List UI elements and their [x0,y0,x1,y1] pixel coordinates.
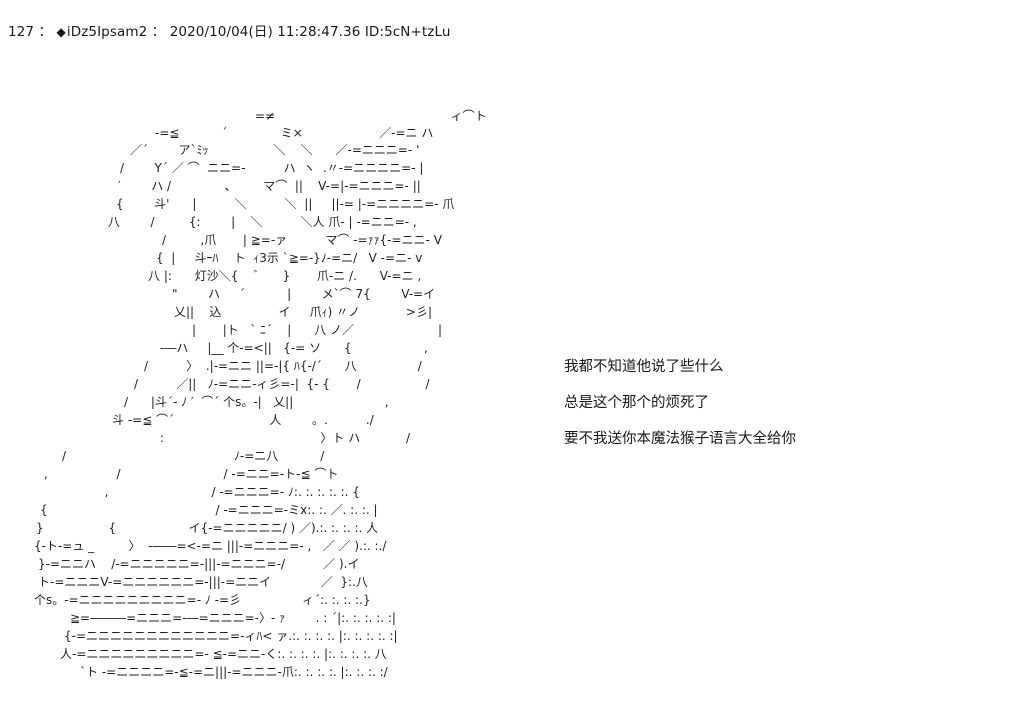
trip-code[interactable]: iDz5Ipsam2 [66,24,148,40]
post-header: 127 ： ◆iDz5Ipsam2 ： 2020/10/04(日) 11:28:… [8,20,451,40]
dialogue-line: 要不我送你本魔法猴子语言大全给你 [564,431,796,447]
aa-line: 八 / {: | ＼ ＼人 爪- | -=ニニ=- , [108,215,417,229]
aa-line: : 〉ト ハ / [160,431,411,445]
aa-line: } { イ{-=ニニニニニ/ ) ／).:. :. :. :. 人 [36,521,379,535]
dialogue-line: 总是这个那个的烦死了 [564,395,709,411]
trip-diamond-icon: ◆ [56,25,66,39]
aa-line: 乂|| 込 イ 爪ｨ) 〃ノ >彡| [174,305,433,319]
aa-line: 八 |: 灯沙＼{ ﾞ } 爪-ニ /. V-=ニ , [148,269,422,283]
aa-line: -―ハ |__ 个-=<|| {-= ソ { , [160,341,428,355]
aa-line: { | 斗ｰﾊ ト ｨ3示 `≧=-}ﾉ-=ニ/ V -=ニ- v [156,251,423,265]
post-number: 127 [8,24,35,40]
aa-line: {-ト-=ュ _ 〉 -――=<-=ニ |||-=ニニニ=- , ／ ／ ).:… [34,539,387,553]
aa-line: `ト -=ニニニニ=-≦-=ニ|||-=ニニニ-爪:. :. :. :. |:.… [80,665,388,679]
aa-line: -=≦ ´ ミ× ／-=ニ ハ [155,126,434,140]
post-id[interactable]: ID:5cN+tzLu [364,24,451,40]
aa-line: 斗 -=≦ ⌒´ 人 。. ./ [112,413,374,427]
aa-line: {-=ニニニニニニニニニニニニ=-ィﾊ< ァ.:. :. :. :. |:. :… [64,629,398,643]
aa-line: 个s。-=ニニニニニニニニニ=- ﾉ -=彡 ィ´:. :. :. :.} [34,593,371,607]
aa-line: =≠ ィ⌒ト [255,109,487,123]
dialogue-block: 我都不知道他说了些什么 总是这个那个的烦死了 要不我送你本魔法猴子语言大全给你 [564,360,796,468]
aa-line: ／´ ア`ﾐｯ ＼ ＼ ／-=ニニニ=- ' [130,143,420,157]
aa-line: / 〉 .|-=ニニ ||=-|{ ﾊ{-/´ 八 / [144,359,422,373]
dialogue-line: 我都不知道他说了些什么 [564,359,724,375]
header-separator-2: ： [151,24,166,40]
aa-line: / |斗´- ﾉ ′ ⌒´ 个s。-| 乂|| , [124,395,389,409]
aa-line: | |ト ` ﾆ´ | 八 ノ／ | [192,323,443,337]
aa-line: " ハ ´ | メ`⌒ 7{ V-=イ [172,287,436,301]
post-datetime: 2020/10/04(日) 11:28:47.36 [169,24,361,40]
aa-line: / Y´ ／ ⌒ ニニ=- ハ ヽ .〃-=ニニニニ=- | [120,161,424,175]
aa-line: { 斗' | ＼ ＼ || ||-= |-=ニニニニ=- 爪 [116,197,455,211]
aa-line: }-=ニニハ /-=ニニニニニ=-|||-=ニニニ=-/ ／ ).イ [38,557,360,571]
aa-line: / ,爪 | ≧=-ァ マ⌒ -=ｧｧ{-=ニニ- V [162,233,442,247]
aa-line: , / / -=ニニ=-ト-≦ ⌒ト [44,467,339,481]
aa-line: / ／|| ﾉ-=ニニ-ィ彡=-| {- { / / [134,377,430,391]
aa-line: , / -=ニニニ=- ﾉ:. :. :. :. :. { [36,485,360,499]
aa-line: 人-=ニニニニニニニニニ=- ≦-=ニニ-く:. :. :. :. |:. :.… [60,647,387,661]
aa-line: ト-=ニニニV-=ニニニニニニ=-|||-=ニニイ ／ }:.八 [38,575,368,589]
aa-line: / ﾉ-=ニ八 / [62,449,325,463]
aa-line: ≧=―――=ニニニ=-―=ニニニ=-〉- ｧ . : ´|:. :. :. :.… [70,611,396,625]
aa-line: ′ ハ / 、 マ⌒ || V-=|-=ニニニ=- || [118,179,421,193]
aa-line: { / -=ニニニ=-ミx:. :. ／. :. :. | [40,503,378,517]
header-separator: ： [38,24,53,40]
